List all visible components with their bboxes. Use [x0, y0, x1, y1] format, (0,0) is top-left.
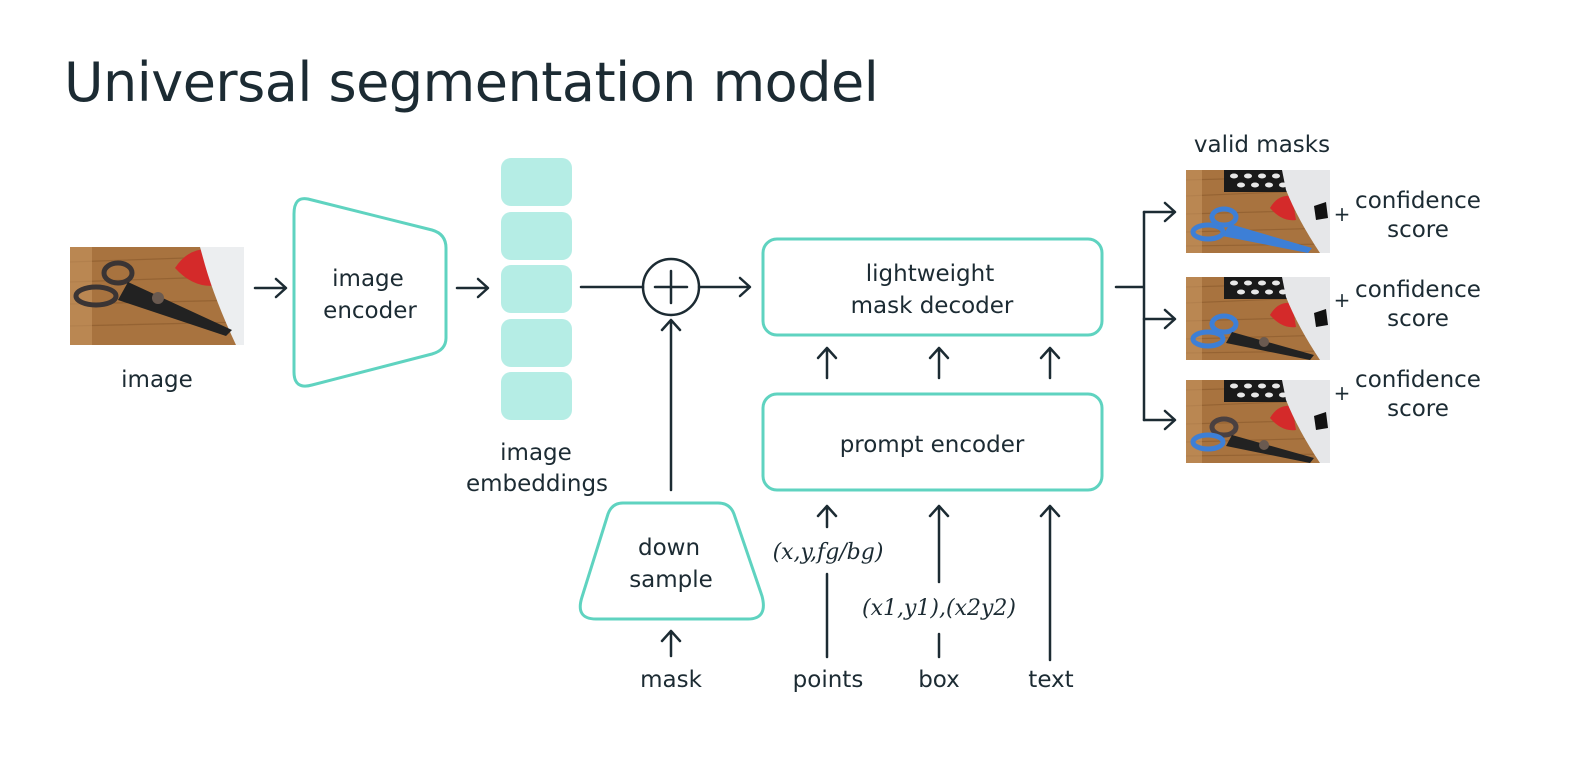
valid-masks-header: valid masks — [1194, 132, 1330, 158]
down-sample-label-2: sample — [629, 567, 713, 593]
arrow-box-upper — [928, 504, 950, 584]
plus-sign: + — [1334, 288, 1351, 312]
prompt-encoder-block: prompt encoder — [761, 392, 1104, 492]
input-image: image — [70, 247, 244, 393]
text-input-label: text — [1028, 667, 1073, 693]
points-format-label: (x,y,fg/bg) — [773, 540, 884, 565]
plus-icon — [653, 269, 689, 305]
arrow-downsample-to-sum — [660, 318, 682, 492]
embeddings-label-1: image — [500, 440, 572, 466]
output-mask-1: + confidence score — [1186, 170, 1481, 253]
points-input-label: points — [793, 667, 864, 693]
plus-sign: + — [1334, 202, 1351, 226]
image-encoder-block: image encoder — [292, 197, 448, 388]
confidence-label: confidence — [1355, 277, 1481, 303]
embedding-block — [501, 265, 572, 313]
confidence-label: confidence — [1355, 188, 1481, 214]
image-embeddings-stack: image embeddings — [466, 158, 608, 497]
box-input-label: box — [918, 667, 960, 693]
arrow-prompt-to-decoder — [928, 346, 950, 380]
plus-sign: + — [1334, 381, 1351, 405]
embedding-block — [501, 372, 572, 420]
confidence-label: confidence — [1355, 367, 1481, 393]
embedding-block — [501, 212, 572, 260]
arrow-to-mask-1 — [1142, 201, 1177, 223]
prompt-encoder-label: prompt encoder — [840, 432, 1025, 458]
image-encoder-label-2: encoder — [323, 298, 417, 324]
arrow-points-upper — [816, 504, 838, 529]
output-mask-3: + confidence score — [1186, 367, 1481, 463]
output-mask-2: + confidence score — [1186, 277, 1481, 360]
input-image-label: image — [121, 367, 193, 393]
arrow-encoder-to-embeddings — [455, 277, 490, 299]
score-label: score — [1387, 217, 1449, 243]
arrow-prompt-to-decoder — [816, 346, 838, 380]
arrow-to-mask-3 — [1142, 409, 1177, 431]
score-label: score — [1387, 396, 1449, 422]
page-title: Universal segmentation model — [64, 51, 879, 114]
arrow-text — [1039, 504, 1061, 662]
arrow-to-mask-2 — [1142, 308, 1177, 330]
embeddings-label-2: embeddings — [466, 471, 608, 497]
down-sample-label-1: down — [638, 535, 700, 561]
arrow-prompt-to-decoder — [1039, 346, 1061, 380]
mask-decoder-label-1: lightweight — [866, 261, 995, 287]
output-branch — [1114, 201, 1177, 431]
sum-node — [641, 257, 701, 317]
arrow-mask-to-downsample — [660, 629, 682, 658]
mask-input-label: mask — [640, 667, 702, 693]
arrow-sum-to-decoder — [697, 276, 752, 298]
down-sample-block: down sample — [578, 501, 765, 621]
branch-connector — [1114, 210, 1146, 422]
image-encoder-label-1: image — [332, 266, 404, 292]
embedding-block — [501, 158, 572, 206]
mask-decoder-label-2: mask decoder — [851, 293, 1014, 319]
arrow-image-to-encoder — [253, 277, 288, 299]
embedding-block — [501, 319, 572, 367]
prompt-inputs: (x,y,fg/bg) (x1,y1),(x2y2) points box te… — [773, 504, 1074, 693]
score-label: score — [1387, 306, 1449, 332]
mask-decoder-block: lightweight mask decoder — [761, 237, 1104, 337]
box-format-label: (x1,y1),(x2y2) — [862, 596, 1016, 621]
